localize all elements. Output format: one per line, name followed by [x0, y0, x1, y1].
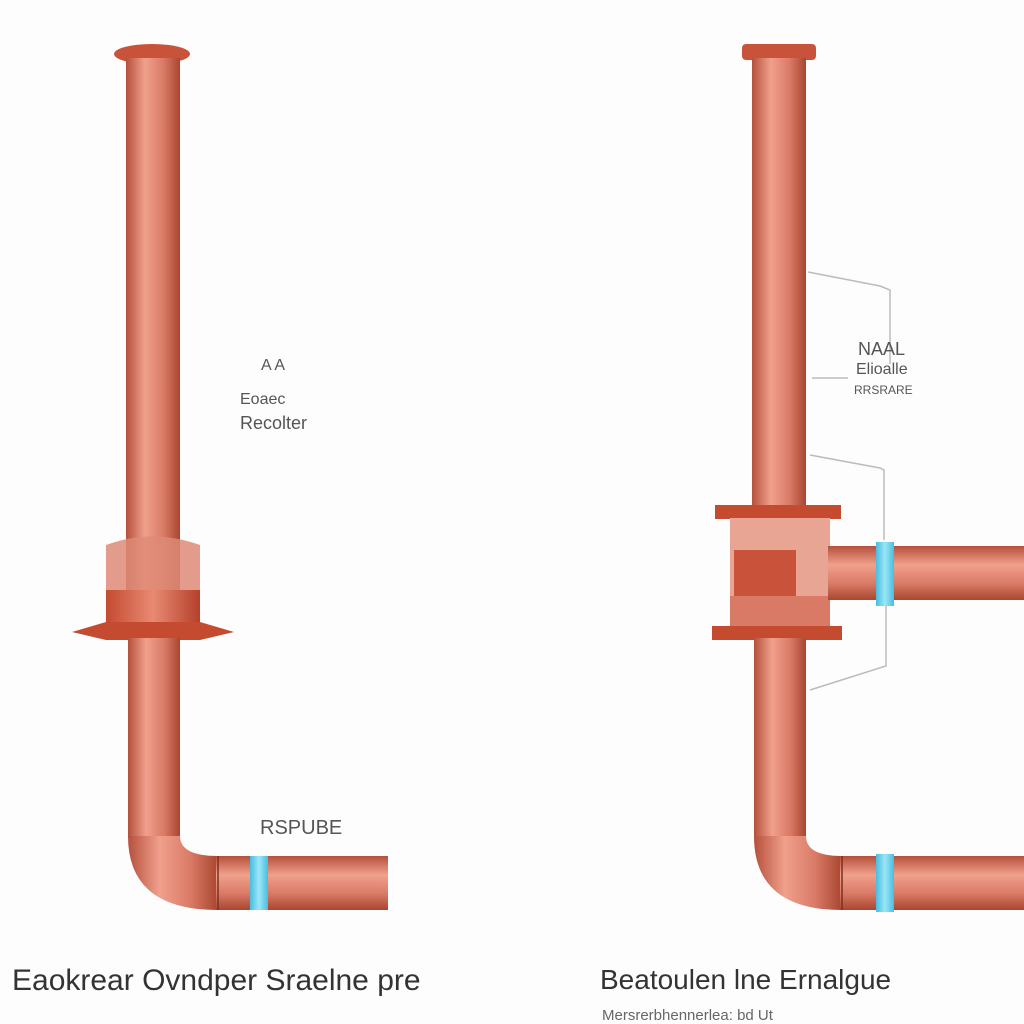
right-branch-blue-ring [876, 542, 894, 606]
right-leader-line-low [809, 606, 887, 691]
left-label-middle: Eoaec [240, 391, 286, 408]
right-horizontal-pipe [840, 856, 1024, 910]
left-horizontal-pipe [216, 856, 388, 910]
left-label-lower: RSPUBE [260, 817, 343, 839]
left-flange-base [72, 622, 234, 640]
right-leader-line-top [807, 271, 891, 364]
right-tee-bottom-flange [712, 626, 842, 640]
left-label-top: A A [261, 357, 286, 374]
right-tee-top-flange [715, 505, 841, 519]
right-leader-line-mid [809, 454, 885, 540]
left-lower-vertical-pipe [128, 638, 180, 838]
right-branch-pipe [828, 546, 1024, 600]
right-label-top: NAAL [858, 339, 906, 359]
left-label-bottom: Recolter [240, 413, 308, 433]
right-tee-bottom-band [730, 596, 830, 626]
left-vertical-pipe [126, 58, 180, 598]
right-pipe-elbow [754, 836, 842, 910]
right-label-middle: Elioalle [856, 361, 908, 378]
right-lower-vertical-pipe [754, 638, 806, 838]
left-flange-collar [106, 536, 200, 592]
right-diagram-subtitle: Mersrerbhennerlea: bd Ut [602, 1007, 773, 1024]
right-vertical-pipe [752, 58, 806, 528]
right-blue-ring [876, 854, 894, 912]
left-pipe-elbow [128, 836, 218, 910]
right-pipe-top-cap [742, 44, 816, 60]
right-tee-inner [734, 550, 796, 596]
right-pipe-assembly [712, 44, 1024, 912]
left-diagram-title: Eaokrear Ovndper Sraelne pre [12, 964, 421, 997]
right-diagram-title: Beatoulen lne Ernalgue [600, 964, 892, 995]
right-label-bottom: RRSRARE [854, 383, 913, 397]
left-pipe-assembly [72, 44, 388, 910]
left-blue-ring [250, 856, 268, 910]
